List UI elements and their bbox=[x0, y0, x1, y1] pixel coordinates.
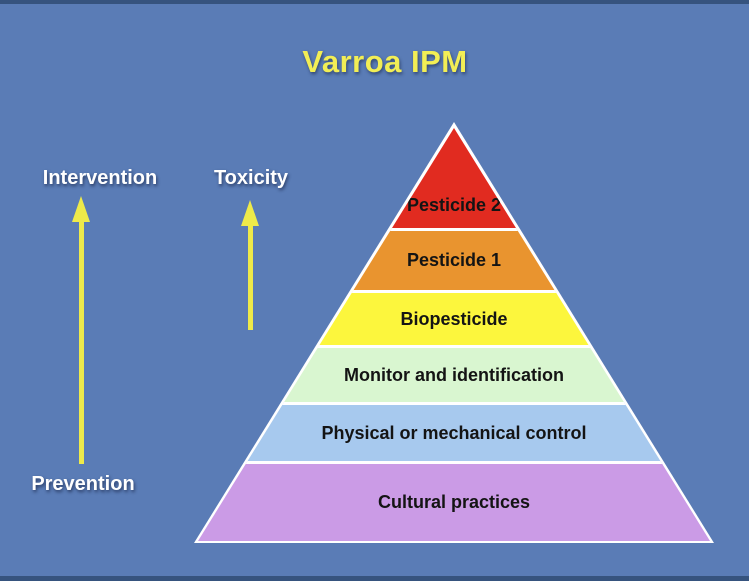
pyramid-layer-monitor-identification: Monitor and identification bbox=[198, 345, 710, 402]
prevention-label: Prevention bbox=[31, 473, 135, 495]
up-arrow-shaft bbox=[78, 220, 84, 464]
bottom-edge-line bbox=[0, 576, 749, 581]
toxicity-up-arrow bbox=[239, 200, 261, 330]
pyramid-layer-label: Biopesticide bbox=[400, 308, 508, 329]
pyramid-layer-pesticide-1: Pesticide 1 bbox=[198, 228, 710, 290]
pyramid-layer-label: Pesticide 2 bbox=[406, 195, 502, 215]
pyramid-layer-label: Monitor and identification bbox=[344, 364, 564, 385]
pyramid-layer-label: Physical or mechanical control bbox=[321, 422, 587, 443]
up-arrow-head-icon bbox=[72, 196, 90, 222]
pyramid-layer-label: Pesticide 1 bbox=[406, 250, 502, 270]
up-arrow-head-icon bbox=[241, 200, 259, 226]
intervention-up-arrow bbox=[70, 196, 92, 464]
toxicity-label: Toxicity bbox=[213, 167, 289, 189]
top-edge-line bbox=[0, 0, 749, 4]
pyramid-layer-physical-mechanical-control: Physical or mechanical control bbox=[198, 402, 710, 461]
intervention-label: Intervention bbox=[42, 167, 158, 189]
pyramid-layer-label: Cultural practices bbox=[377, 492, 531, 512]
page-title: Varroa IPM bbox=[302, 44, 468, 79]
pyramid-layer-biopesticide: Biopesticide bbox=[198, 290, 710, 345]
pyramid-layer-cultural-practices: Cultural practices bbox=[198, 461, 710, 541]
up-arrow-shaft bbox=[247, 224, 253, 330]
